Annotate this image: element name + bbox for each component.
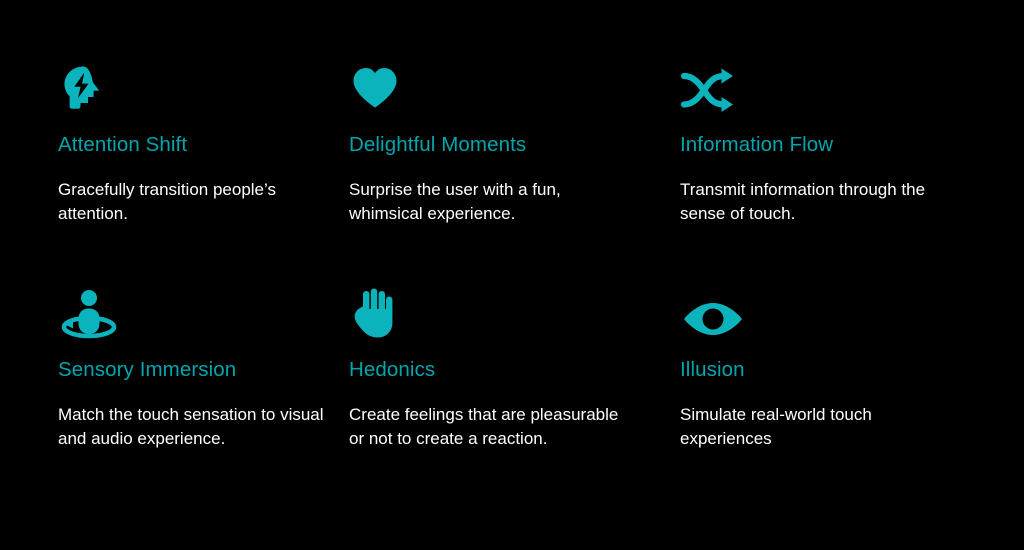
hand-icon xyxy=(349,283,653,339)
card-title: Sensory Immersion xyxy=(58,358,237,381)
card-title: Attention Shift xyxy=(58,133,188,156)
card-illusion[interactable]: Illusion Simulate real-world touch exper… xyxy=(653,283,983,452)
card-description: Surprise the user with a fun, whimsical … xyxy=(349,179,561,224)
card-description: Match the touch sensation to visual and … xyxy=(58,404,324,449)
card-title: Delightful Moments xyxy=(349,133,527,156)
card-description: Gracefully transition people’s attention… xyxy=(58,179,276,224)
card-attention-shift[interactable]: Attention Shift Gracefully transition pe… xyxy=(0,58,325,227)
eye-icon xyxy=(680,283,983,339)
card-row-2: Sensory Immersion Match the touch sensat… xyxy=(0,283,1024,508)
card-row-1: Attention Shift Gracefully transition pe… xyxy=(0,58,1024,283)
card-hedonics[interactable]: Hedonics Create feelings that are pleasu… xyxy=(325,283,653,452)
card-description: Simulate real-world touch experiences xyxy=(680,404,872,449)
card-delightful-moments[interactable]: Delightful Moments Surprise the user wit… xyxy=(325,58,653,227)
person-immersion-icon xyxy=(58,283,325,339)
shuffle-arrows-icon xyxy=(680,58,983,114)
card-sensory-immersion[interactable]: Sensory Immersion Match the touch sensat… xyxy=(0,283,325,452)
card-description: Create feelings that are pleasurable or … xyxy=(349,404,619,449)
card-title: Hedonics xyxy=(349,358,436,381)
card-information-flow[interactable]: Information Flow Transmit information th… xyxy=(653,58,983,227)
head-lightning-icon xyxy=(58,58,325,114)
card-title: Information Flow xyxy=(680,133,834,156)
card-title: Illusion xyxy=(680,358,745,381)
card-description: Transmit information through the sense o… xyxy=(680,179,926,224)
heart-icon xyxy=(349,58,653,114)
